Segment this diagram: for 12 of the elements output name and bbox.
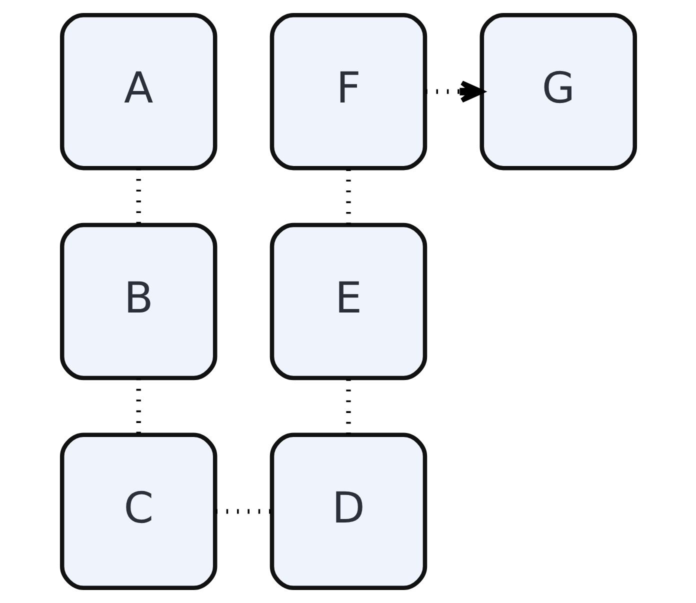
node-box: D [269,432,427,590]
node-box: A [59,12,217,170]
node-box: B [59,222,217,380]
node-box: E [269,222,427,380]
connector [346,168,350,224]
connector [346,378,350,434]
node-box: F [269,12,427,170]
node-box: G [479,12,637,170]
connector [136,378,140,434]
connector [215,509,272,514]
node-box: C [59,432,217,590]
connector [136,168,140,224]
